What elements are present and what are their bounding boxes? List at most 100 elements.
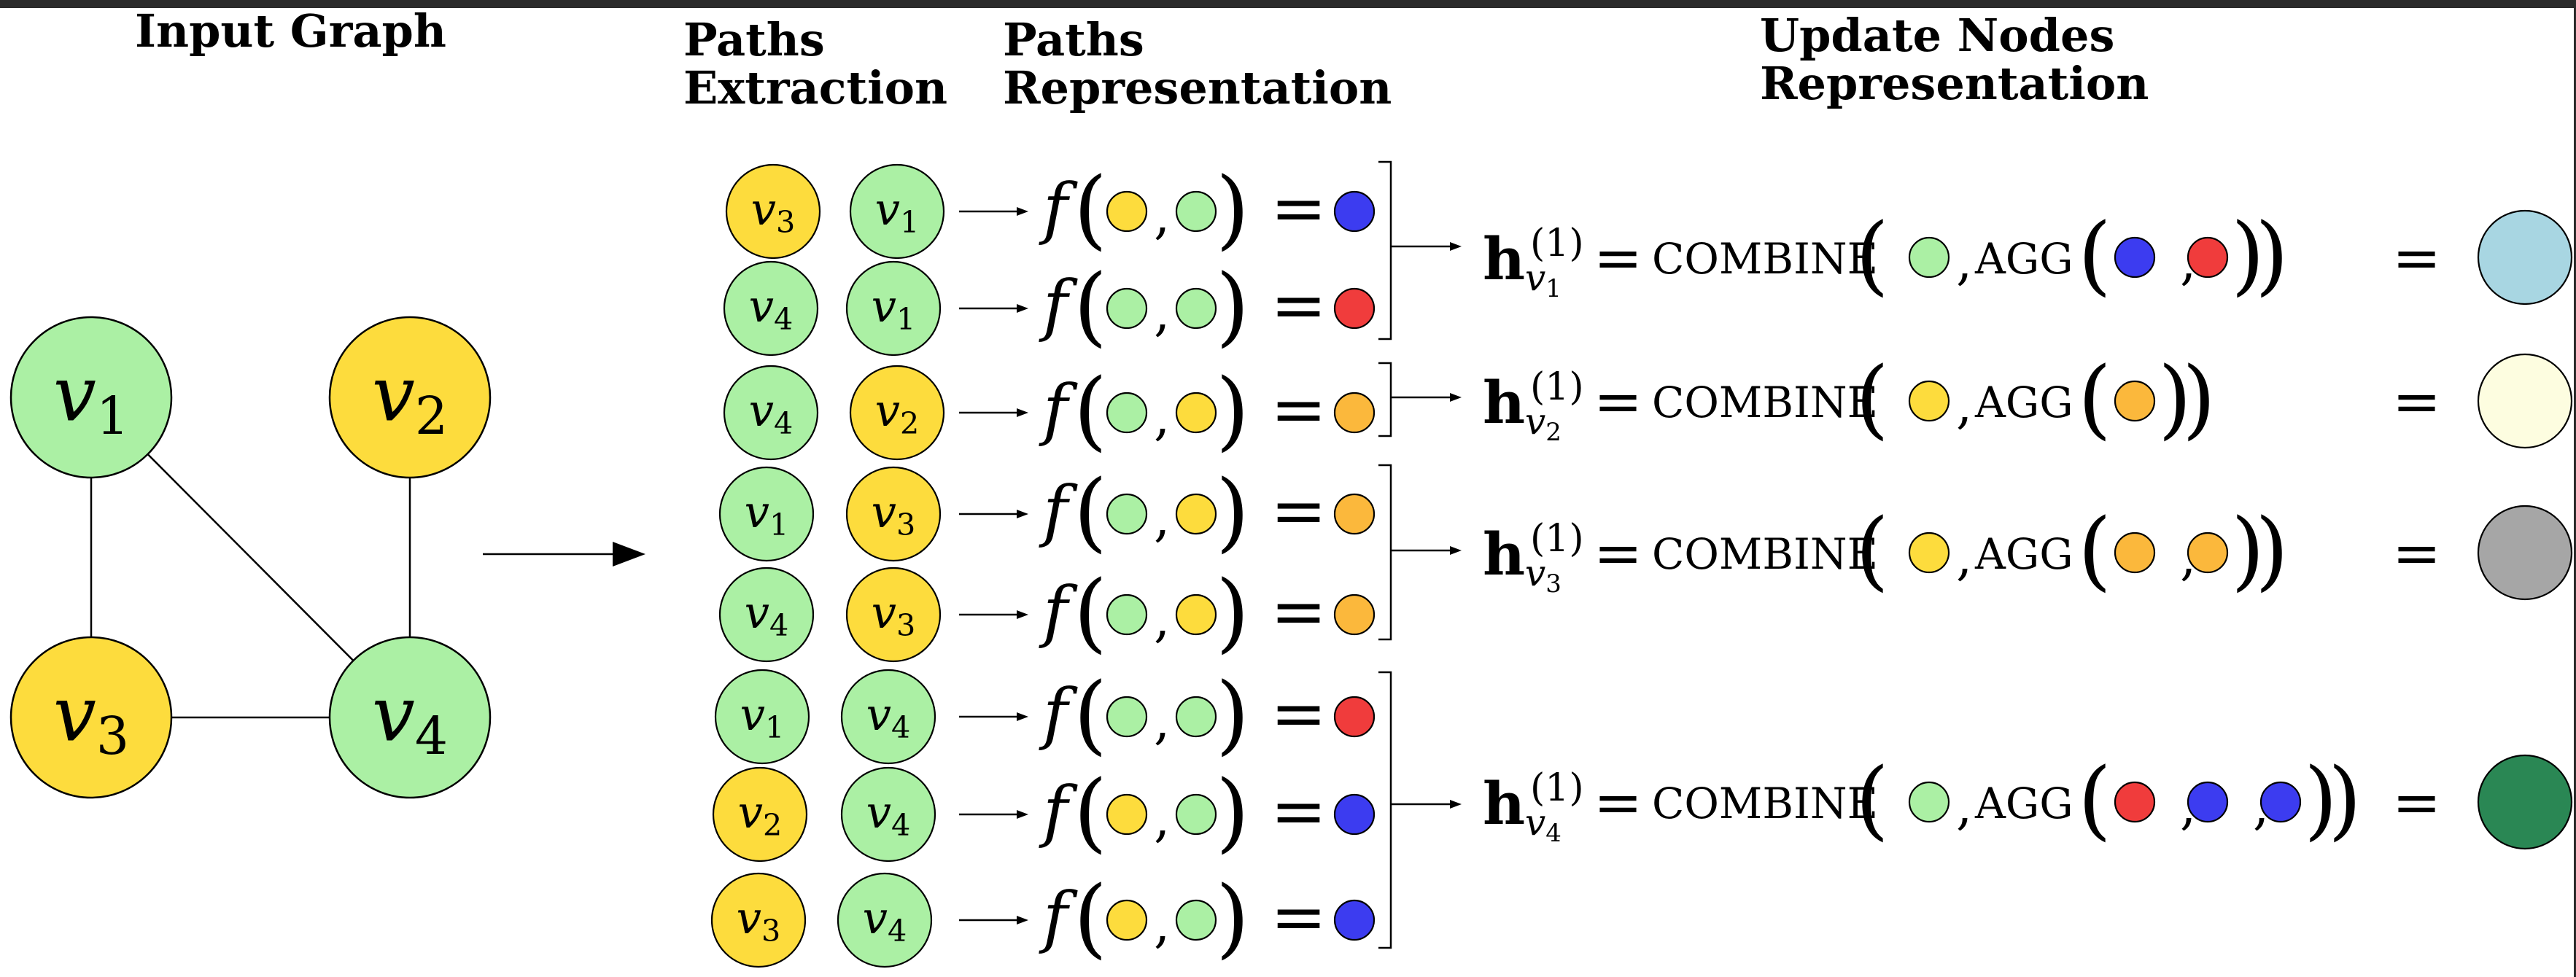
path-5-node-b-label-sub: 3 — [896, 608, 915, 643]
update-4-agg-dot-2 — [2187, 781, 2229, 823]
path-5-function: f — [1039, 572, 1078, 650]
path-2-node-b-label-sub: 1 — [896, 302, 915, 337]
path-6-input-dot-2 — [1175, 696, 1217, 738]
path-4-node-a-label-sub: 1 — [769, 507, 788, 542]
path-5-close-paren: ) — [1216, 561, 1249, 662]
path-6-function: f — [1039, 674, 1078, 752]
update-3-self-dot — [1908, 532, 1950, 574]
update-3-combine: COMBINE — [1652, 529, 1878, 579]
path-7-node-b-label-var: v — [866, 787, 891, 838]
update-2-h: h — [1483, 368, 1525, 437]
path-7-input-dot-2 — [1175, 793, 1217, 836]
graph-node-v3 — [9, 636, 173, 799]
graph-node-v2 — [328, 316, 492, 479]
update-1-subscript: v1 — [1525, 257, 1561, 303]
path-8-node-b-label-sub: 4 — [888, 914, 907, 949]
path-7-node-a-label-sub: 2 — [763, 808, 782, 843]
path-8-node-a — [710, 872, 807, 968]
bracket-4-arrow-head — [1450, 800, 1462, 809]
header-update-nodes: Update Nodes Representation — [1760, 9, 2149, 110]
update-2-self-dot — [1908, 380, 1950, 422]
path-8-node-a-label-var: v — [737, 893, 761, 944]
path-2-node-b — [845, 260, 942, 357]
path-5-node-b-label: v3 — [872, 588, 916, 643]
update-3-agg-dot-2 — [2187, 532, 2229, 574]
graph-node-v3-label: v3 — [53, 669, 129, 766]
path-3-node-a-label-sub: 4 — [774, 406, 793, 441]
path-5-node-a-label-sub: 4 — [769, 608, 788, 643]
path-8-comma: , — [1154, 895, 1170, 954]
path-6-node-a-label: v1 — [740, 690, 785, 745]
path-4-function: f — [1039, 472, 1078, 550]
path-4-input-dot-2 — [1175, 493, 1217, 535]
path-6-node-b-label: v4 — [866, 690, 911, 745]
update-3-h: h — [1483, 520, 1525, 588]
path-6-node-a-label-sub: 1 — [765, 710, 784, 745]
path-7-open-paren: ( — [1074, 761, 1107, 862]
path-4-node-a — [718, 466, 815, 562]
update-1-result-dot — [2477, 209, 2573, 305]
path-2-input-dot-2 — [1175, 287, 1217, 330]
path-4-input-dot-1 — [1106, 493, 1148, 535]
path-5-arrow-head — [1017, 610, 1028, 619]
path-8-equals: = — [1270, 878, 1327, 956]
update-2-result-equals: = — [2392, 367, 2441, 435]
path-6-node-a-label-var: v — [740, 690, 765, 741]
path-1-function: f — [1039, 169, 1078, 247]
path-8-node-a-label: v3 — [737, 893, 781, 949]
path-6-input-dot-1 — [1106, 696, 1148, 738]
update-2-subscript-index: 2 — [1545, 418, 1561, 447]
path-2-node-a-label-var: v — [749, 281, 774, 332]
path-6-arrow-head — [1017, 712, 1028, 721]
path-1-node-a-label: v3 — [751, 184, 796, 240]
path-7-node-a-label: v2 — [738, 787, 783, 843]
graph-node-v1-label: v1 — [53, 349, 129, 446]
path-6-node-a — [714, 669, 810, 765]
path-8-node-b-label-var: v — [863, 893, 888, 944]
update-1-subscript-index: 1 — [1545, 274, 1561, 303]
path-4-node-b — [845, 466, 942, 562]
path-4-comma: , — [1154, 488, 1170, 548]
path-3-comma: , — [1154, 387, 1170, 447]
path-2-node-a-label: v4 — [749, 281, 794, 337]
path-5-node-a-label-var: v — [745, 588, 769, 639]
path-1-close-paren: ) — [1216, 158, 1249, 259]
update-3-subscript-var: v — [1525, 552, 1545, 594]
path-2-function: f — [1039, 266, 1078, 344]
graph-node-v1 — [9, 316, 173, 479]
update-4-self-dot — [1908, 781, 1950, 823]
path-8-node-b-label: v4 — [863, 893, 907, 949]
update-1-self-dot — [1908, 236, 1950, 279]
path-3-equals: = — [1270, 370, 1327, 448]
path-1-open-paren: ( — [1074, 158, 1107, 259]
path-8-node-b — [837, 872, 933, 968]
graph-node-v3-label-var: v — [53, 669, 96, 758]
path-3-node-b-label-var: v — [875, 386, 900, 437]
update-1-result-equals: = — [2392, 224, 2441, 292]
path-3-input-dot-2 — [1175, 392, 1217, 434]
path-3-node-b-label-sub: 2 — [900, 406, 919, 441]
path-2-node-a — [723, 260, 819, 357]
path-4-node-a-label-var: v — [745, 487, 769, 538]
update-2-agg-dot-1 — [2114, 380, 2156, 422]
path-2-equals: = — [1270, 266, 1327, 344]
update-3-superscript: (1) — [1530, 517, 1584, 561]
path-2-node-b-label-var: v — [872, 281, 896, 332]
update-2-agg-close: ) — [2158, 348, 2192, 448]
update-3-combine-open: ( — [1855, 499, 1889, 600]
update-2-subscript-var: v — [1525, 400, 1545, 443]
graph-node-v2-label-var: v — [372, 349, 415, 438]
path-4-output-dot — [1333, 493, 1376, 535]
update-2-subscript: v2 — [1525, 400, 1561, 447]
update-4-subscript-index: 4 — [1545, 819, 1561, 848]
path-7-close-paren: ) — [1216, 761, 1249, 862]
update-3-subscript: v3 — [1525, 552, 1561, 599]
path-1-arrow-head — [1017, 207, 1028, 216]
path-7-node-b — [840, 766, 936, 863]
update-1-agg: AGG — [1974, 234, 2073, 284]
update-3-agg: AGG — [1974, 529, 2073, 579]
path-8-output-dot — [1333, 899, 1376, 941]
update-3-subscript-index: 3 — [1545, 569, 1561, 599]
bracket-2 — [1378, 362, 1392, 437]
